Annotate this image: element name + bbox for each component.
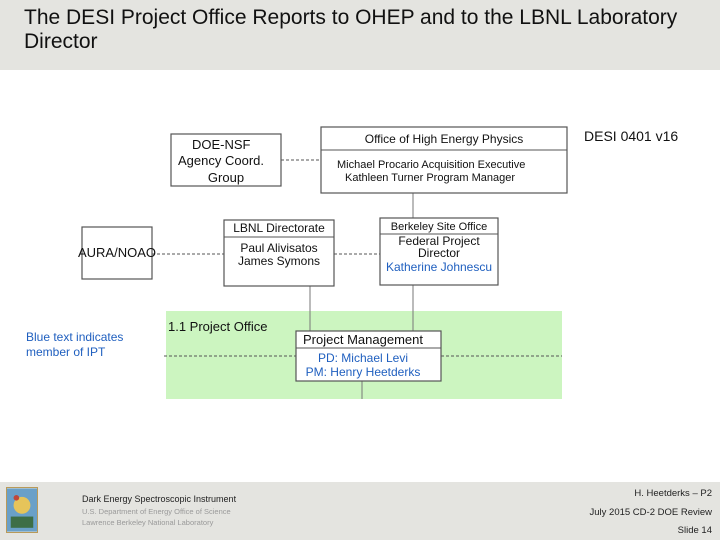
doe-nsf-line-2: Agency Coord.: [178, 153, 264, 168]
aura-noao-label: AURA/NOAO: [78, 245, 156, 260]
ipt-legend-note: Blue text indicates member of IPT: [26, 330, 124, 359]
lbnl-title: LBNL Directorate: [233, 221, 325, 235]
pm-line-2: PM: Henry Heetderks: [306, 365, 421, 379]
bso-line-3: Katherine Johnescu: [386, 260, 492, 274]
title-bar: The DESI Project Office Reports to OHEP …: [0, 0, 720, 70]
bso-title: Berkeley Site Office: [391, 221, 487, 233]
desi-logo-icon: [6, 487, 38, 533]
footer: [0, 482, 720, 540]
slide-title: The DESI Project Office Reports to OHEP …: [24, 6, 678, 53]
doe-nsf-line-3: Group: [208, 170, 244, 185]
footer-lab-name: Lawrence Berkeley National Laboratory: [82, 518, 214, 527]
lbnl-directorate-box: LBNL Directorate Paul Alivisatos James S…: [223, 219, 335, 287]
footer-doe-office: U.S. Department of Energy Office of Scie…: [82, 507, 231, 516]
project-office-label: 1.1 Project Office: [168, 319, 267, 334]
footer-review: July 2015 CD-2 DOE Review: [589, 507, 713, 518]
footer-author: H. Heetderks – P2: [634, 488, 712, 499]
lbnl-line-1: Paul Alivisatos: [240, 241, 317, 255]
ohep-line-2: Kathleen Turner Program Manager: [345, 172, 515, 184]
pm-line-1: PD: Michael Levi: [318, 351, 408, 365]
berkeley-site-office-box: Berkeley Site Office Federal Project Dir…: [379, 217, 499, 286]
footer-instrument-name: Dark Energy Spectroscopic Instrument: [82, 494, 237, 504]
footer-slide-number: Slide 14: [677, 525, 712, 536]
bso-line-2: Director: [418, 246, 460, 260]
aura-noao-box: AURA/NOAO: [78, 226, 156, 280]
ohep-box: Office of High Energy Physics Michael Pr…: [320, 126, 568, 194]
bso-line-1: Federal Project: [398, 234, 480, 248]
ohep-line-1: Michael Procario Acquisition Executive: [337, 159, 525, 171]
pm-title: Project Management: [303, 332, 423, 347]
doe-nsf-box: DOE-NSF Agency Coord. Group: [170, 133, 282, 187]
document-version: DESI 0401 v16: [584, 128, 679, 144]
lbnl-line-2: James Symons: [238, 254, 320, 268]
ohep-title: Office of High Energy Physics: [365, 132, 524, 146]
project-management-box: Project Management PD: Michael Levi PM: …: [295, 330, 442, 382]
doe-nsf-line-1: DOE-NSF: [192, 137, 251, 152]
